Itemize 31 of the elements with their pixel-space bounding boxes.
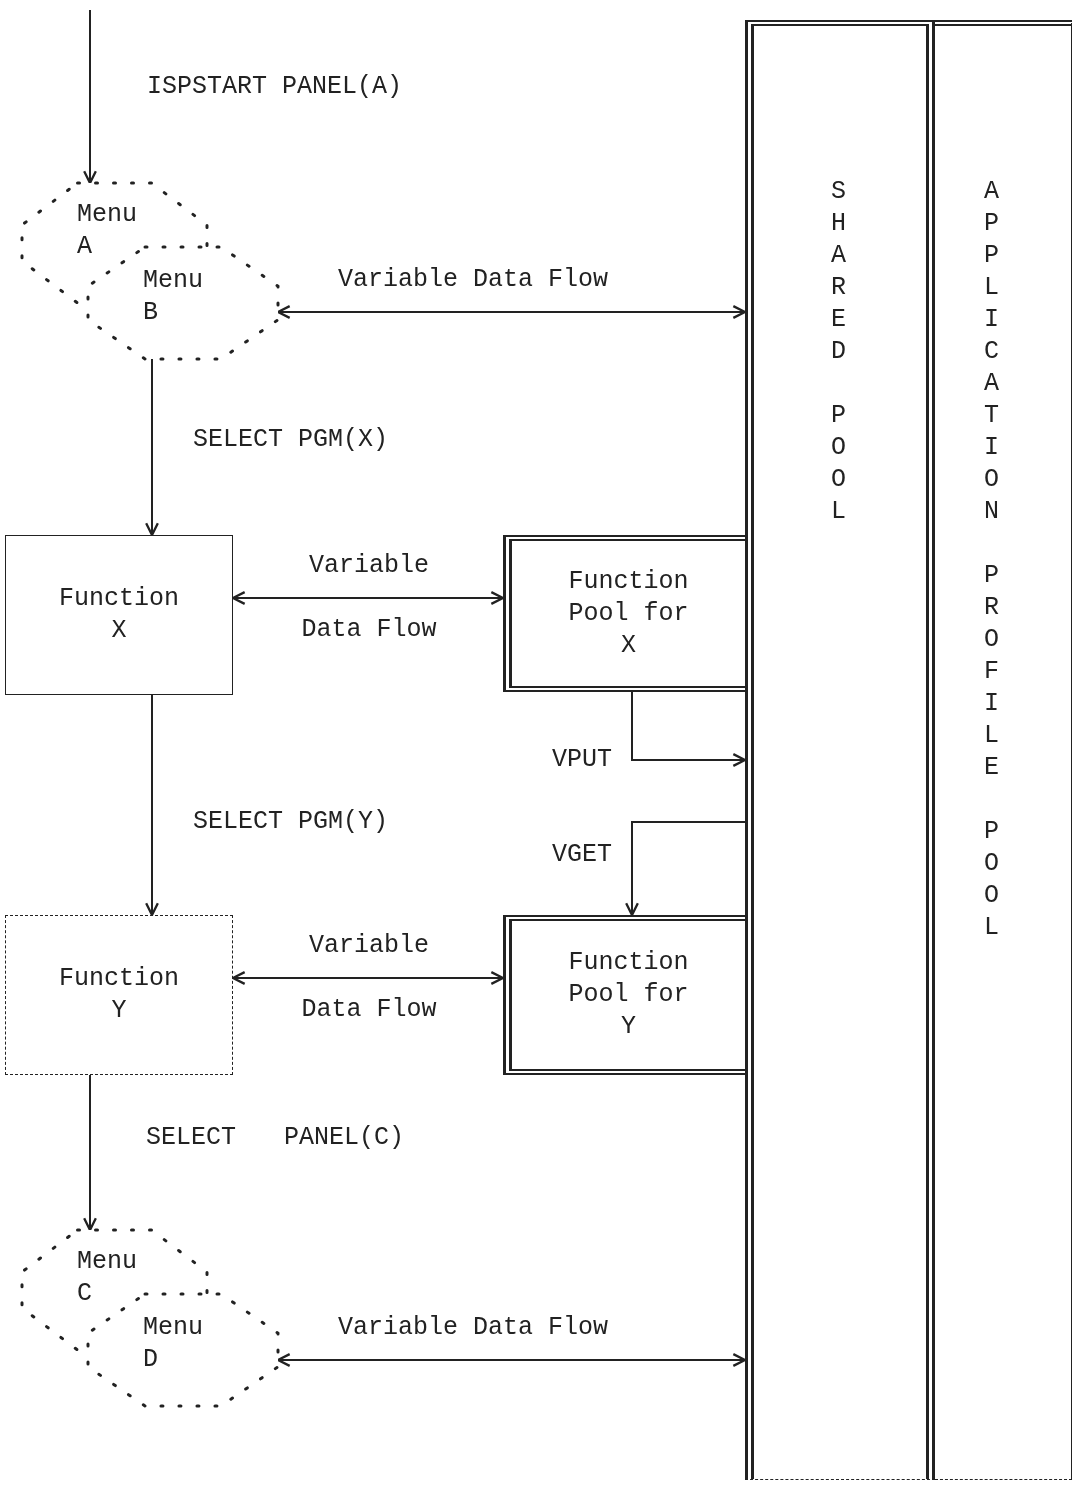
function-box bbox=[5, 915, 233, 1075]
node-label: Function Y bbox=[58, 963, 180, 1027]
node-label: Function Pool for X bbox=[567, 565, 690, 662]
edge-label: SELECT PANEL(C) bbox=[146, 1122, 405, 1154]
arrow bbox=[231, 971, 505, 985]
vertical-label: SHARED POOL bbox=[831, 176, 846, 528]
edge-label: Variable Data Flow bbox=[300, 930, 438, 1026]
node-label: Function Pool for Y bbox=[567, 947, 690, 1043]
node-label: Menu C bbox=[77, 1246, 138, 1310]
node-label: Menu A bbox=[77, 199, 138, 263]
edge-label: Variable Data Flow bbox=[338, 264, 609, 296]
arrow bbox=[625, 821, 746, 917]
vertical-label: APPLICATION PROFILE POOL bbox=[984, 176, 999, 944]
node-label: Function X bbox=[58, 583, 180, 647]
function-pool-box bbox=[503, 915, 745, 1075]
arrow bbox=[631, 691, 747, 767]
node-label: Menu B bbox=[143, 265, 204, 329]
node-label: Menu D bbox=[143, 1312, 204, 1376]
edge-label: VGET bbox=[552, 839, 612, 871]
pool-column bbox=[935, 20, 1072, 1480]
edge-label: SELECT PGM(Y) bbox=[193, 806, 389, 838]
edge-label: ISPSTART PANEL(A) bbox=[147, 71, 403, 103]
edge-label: Variable Data Flow bbox=[300, 550, 438, 646]
function-pool-box bbox=[503, 535, 745, 692]
pool-column bbox=[745, 20, 935, 1480]
function-box bbox=[5, 535, 233, 695]
arrow bbox=[145, 694, 159, 917]
arrow bbox=[231, 591, 505, 605]
edge-label: Variable Data Flow bbox=[338, 1312, 609, 1344]
edge-label: VPUT bbox=[552, 744, 612, 776]
edge-label: SELECT PGM(X) bbox=[193, 424, 389, 456]
